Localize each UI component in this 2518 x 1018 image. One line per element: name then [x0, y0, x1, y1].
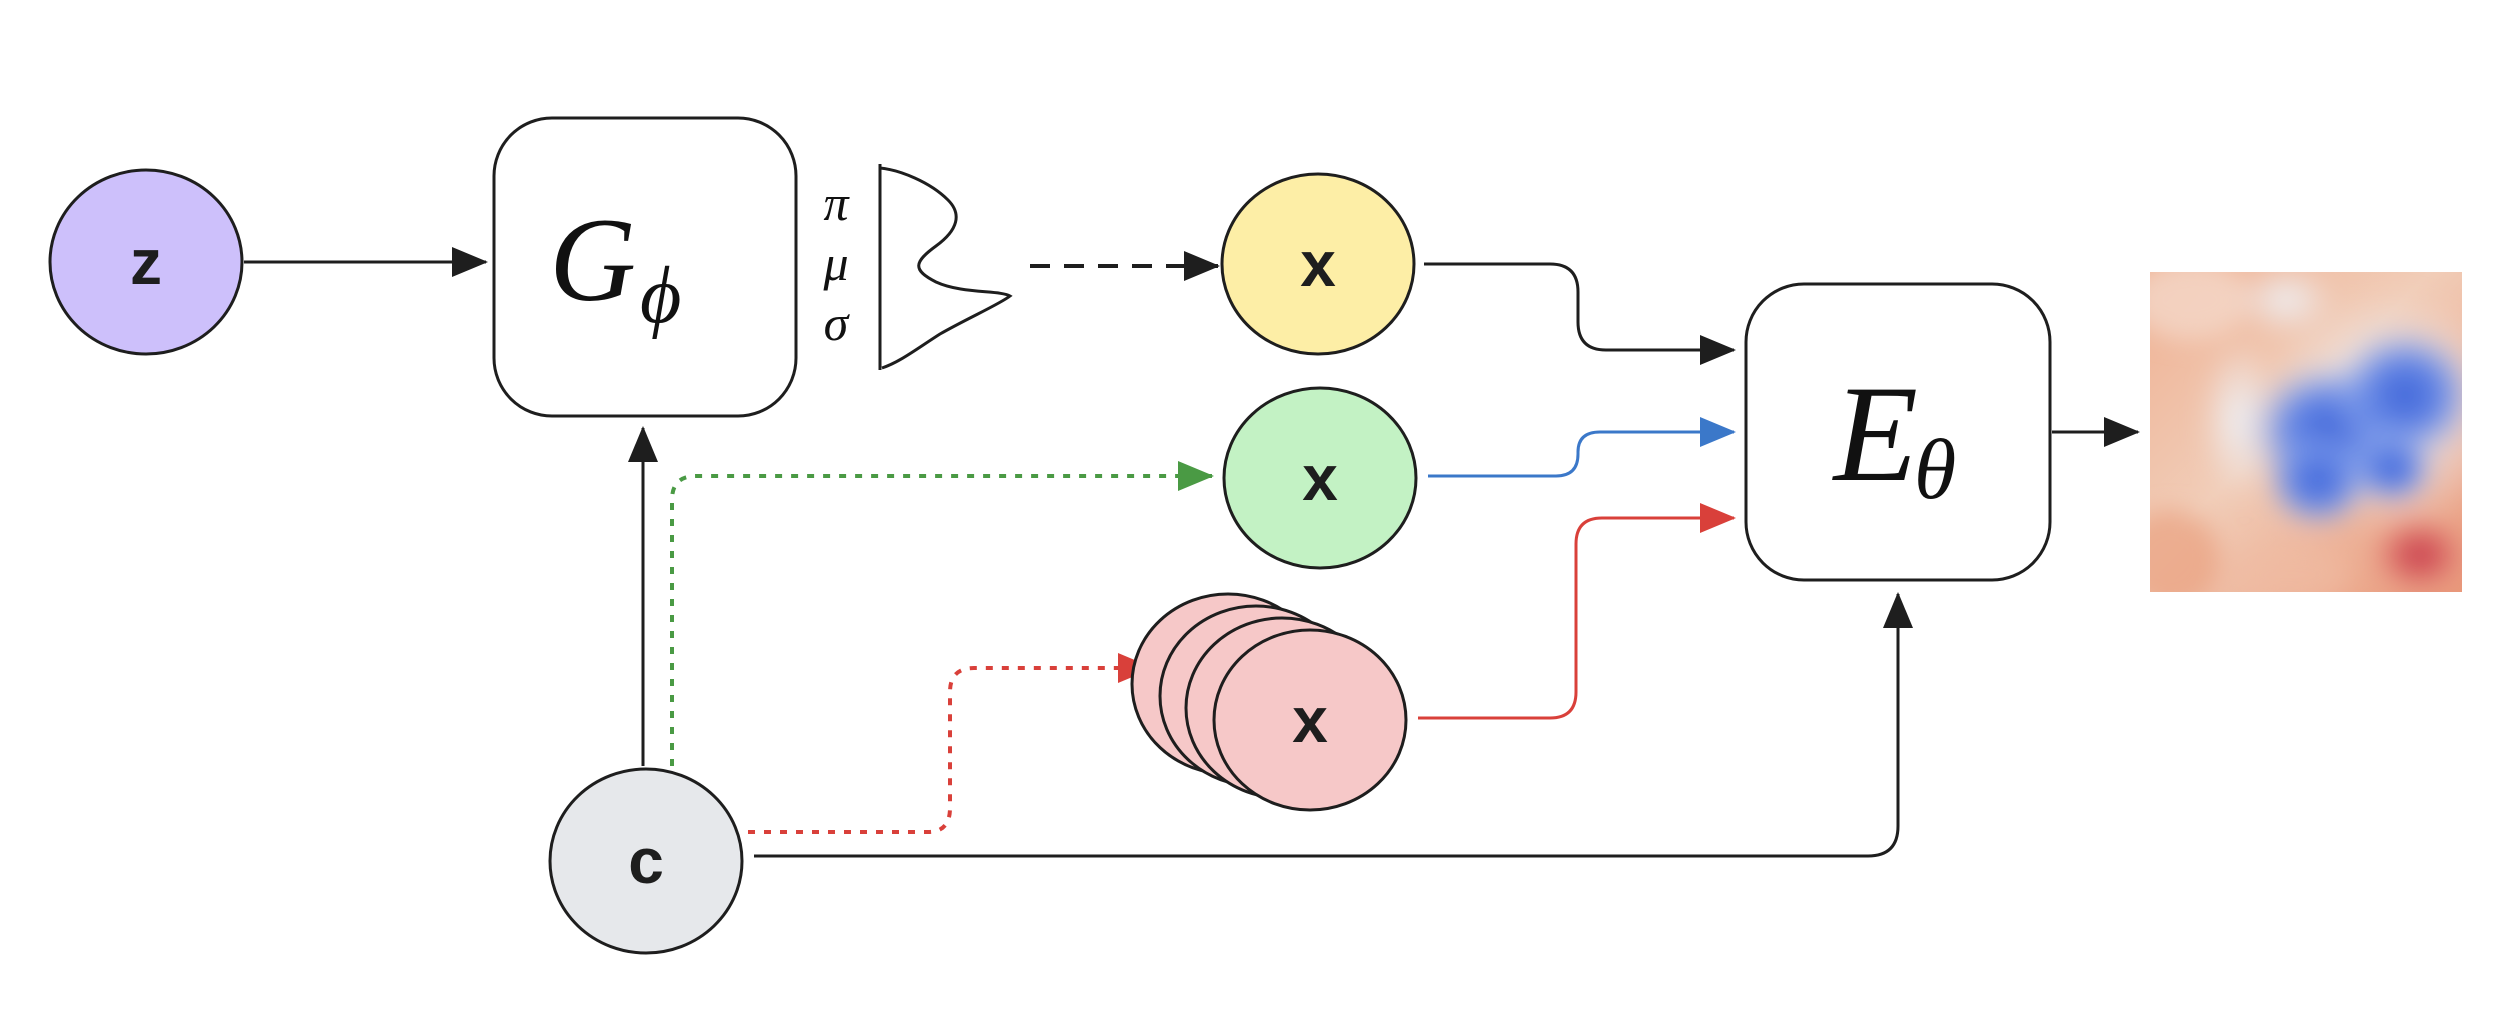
- energy-heatmap-icon: [2150, 272, 2462, 592]
- energy-symbol: E: [1832, 357, 1918, 510]
- distribution-curve: [879, 166, 1013, 370]
- node-x-yellow-label: x: [1300, 228, 1336, 300]
- energy-box-rect: [1744, 282, 2052, 582]
- generator-symbol: G: [549, 193, 636, 326]
- node-z: z: [48, 168, 244, 356]
- edge-c-to-x-green: [670, 461, 1214, 766]
- node-x-yellow-circle: [1220, 172, 1416, 356]
- node-z-circle: [48, 168, 244, 356]
- node-z-label: z: [130, 226, 162, 298]
- param-mu: μ: [822, 235, 848, 291]
- edge-x-red-to-energy: [1418, 503, 1736, 720]
- param-pi: π: [823, 175, 850, 231]
- node-c-circle: [548, 767, 744, 955]
- distribution: π μ σ: [822, 164, 1013, 370]
- node-x-red-stack: x: [1130, 592, 1408, 812]
- edge-c-to-x-red: [748, 653, 1154, 834]
- generator-box: G ϕ: [492, 116, 798, 418]
- node-x-red-circle: [1212, 628, 1408, 812]
- node-x-yellow: x: [1220, 172, 1416, 356]
- param-sigma: σ: [824, 295, 851, 351]
- edge-c-to-energy: [754, 592, 1913, 858]
- generator-box-rect: [492, 116, 798, 418]
- node-x-red-label: x: [1292, 684, 1328, 756]
- node-x-green-circle: [1222, 386, 1418, 570]
- edge-x-green-to-energy: [1428, 417, 1736, 478]
- generator-subscript: ϕ: [640, 252, 681, 340]
- node-x-green-label: x: [1302, 442, 1338, 514]
- energy-box: E θ: [1744, 282, 2052, 582]
- energy-subscript: θ: [1914, 421, 1956, 517]
- edge-x-yellow-to-energy: [1424, 262, 1736, 365]
- node-c: c: [548, 767, 744, 955]
- node-c-label: c: [628, 825, 664, 897]
- node-x-green: x: [1222, 386, 1418, 570]
